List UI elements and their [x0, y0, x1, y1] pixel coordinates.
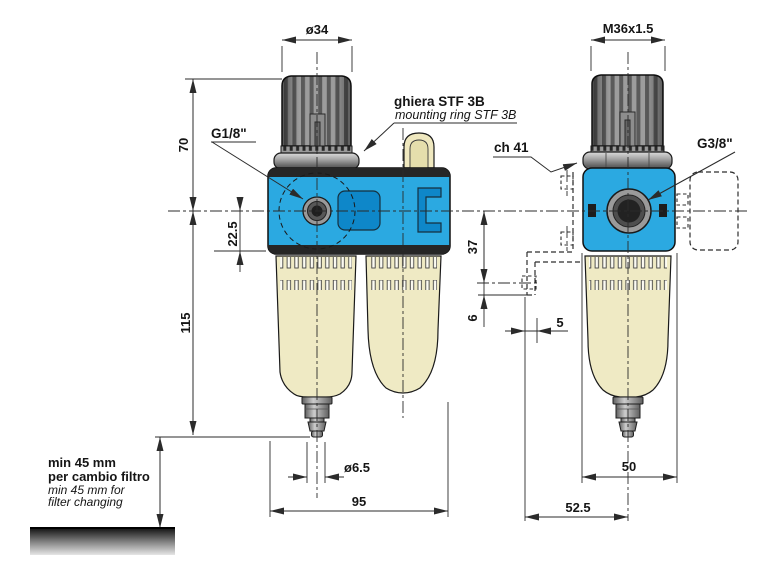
- dim-label-drain-dia: ø6.5: [344, 460, 370, 475]
- port-label-left: G1/8": [211, 126, 247, 141]
- dim-label-22-5: 22.5: [225, 221, 240, 246]
- dim-label-52-5: 52.5: [565, 500, 590, 515]
- dim-label-50: 50: [622, 459, 636, 474]
- dim-label-knob-dia: ø34: [306, 22, 329, 37]
- clearance-note-en-2: filter changing: [48, 495, 123, 509]
- dim-label-37: 37: [465, 240, 480, 254]
- hex-nut-ch41: [582, 151, 673, 170]
- clearance-note-it-1: min 45 mm: [48, 455, 116, 470]
- right-unit: [582, 74, 739, 438]
- dim-label-95: 95: [352, 494, 366, 509]
- clearance-note-en-1: min 45 mm for: [48, 483, 126, 497]
- regulator-knob-right: [591, 74, 664, 147]
- gauge-plug-left: [588, 204, 596, 217]
- dim-label-70: 70: [176, 138, 191, 152]
- clearance-note-it-2: per cambio filtro: [48, 469, 150, 484]
- dimensions: ø34 M36x1.5 70 115 22.5 G1/8" ghiera STF…: [48, 21, 736, 528]
- gauge-plug-right: [659, 204, 667, 217]
- mounting-ring-left: [273, 152, 360, 170]
- mounting-ring-label-it: ghiera STF 3B: [394, 94, 485, 109]
- phantom-fitting: [676, 171, 739, 251]
- side-flange-notch: [417, 187, 442, 233]
- left-unit: [267, 75, 451, 438]
- centerlines: [168, 52, 750, 521]
- port-label-right: G3/8": [697, 136, 733, 151]
- mounting-ring-label-en: mounting ring STF 3B: [395, 108, 516, 122]
- dim-label-thread: M36x1.5: [603, 21, 654, 36]
- joint-clamp: [337, 190, 381, 231]
- floor-bar: [30, 527, 175, 555]
- dim-label-5: 5: [556, 315, 563, 330]
- dim-label-115: 115: [178, 313, 193, 334]
- filter-bowl: [275, 255, 357, 398]
- lubricator-bowl: [365, 255, 442, 394]
- mounting-bracket-phantom: [521, 170, 583, 296]
- bracket-slot: [521, 275, 537, 290]
- oil-fill-cap-inner: [409, 139, 429, 168]
- dim-label-6: 6: [465, 314, 480, 321]
- right-body: [582, 167, 676, 252]
- regulator-knob-left: [281, 75, 352, 147]
- wrench-size-label: ch 41: [494, 140, 529, 155]
- port-right-g38: [606, 188, 652, 234]
